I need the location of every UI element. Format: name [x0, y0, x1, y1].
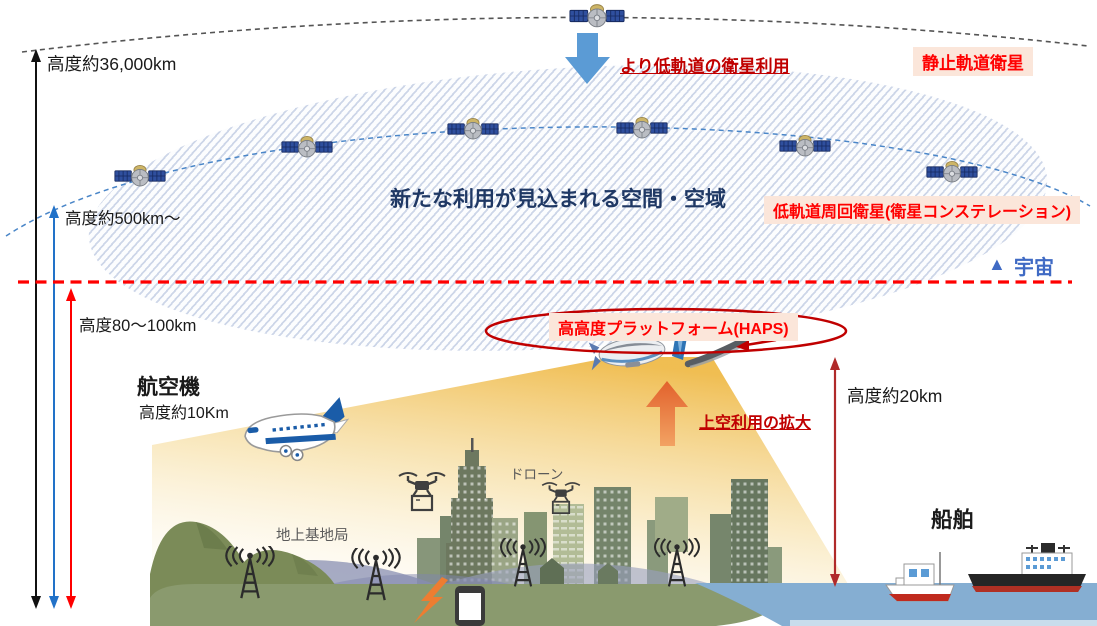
haps-tag: 高高度プラットフォーム(HAPS) — [549, 313, 798, 341]
haps-altitude-arrow — [830, 357, 840, 587]
geo-altitude-label: 高度約36,000km — [47, 54, 177, 74]
sea — [695, 583, 1097, 626]
ship-label: 船舶 — [931, 508, 975, 532]
airplane-icon — [244, 397, 350, 462]
leo-altitude-arrow — [49, 205, 59, 609]
karman-altitude-arrow — [66, 288, 76, 609]
geo-altitude-arrow — [31, 49, 41, 609]
karman-altitude-label: 高度80〜100km — [79, 317, 197, 335]
geo-satellite-tag: 静止軌道衛星 — [913, 47, 1033, 76]
sky-expansion-label: 上空利用の拡大 — [699, 415, 812, 432]
leo-altitude-label: 高度約500km〜 — [65, 210, 181, 228]
aircraft-label: 航空機 — [137, 376, 200, 399]
haps-altitude-label: 高度約20km — [847, 386, 943, 406]
aircraft-altitude-label: 高度約10Km — [139, 405, 229, 422]
zone-title: 新たな利用が見込まれる空間・空域 — [390, 188, 726, 211]
space-triangle-marker: ▲ — [988, 254, 1006, 274]
leo-satellite-tag: 低軌道周回衛星(衛星コンステレーション) — [764, 196, 1081, 224]
base-station-label: 地上基地局 — [276, 528, 349, 544]
leo-orbit-dashed-arc — [5, 126, 1091, 237]
cargo-ship-icon — [968, 543, 1086, 592]
fishing-boat-icon — [885, 552, 955, 602]
down-arrow-icon — [565, 33, 610, 84]
drone-label: ドローン — [510, 467, 564, 482]
up-arrow-icon — [646, 381, 688, 446]
geo-orbit-dashed-arc — [21, 16, 1089, 53]
space-boundary-label: 宇宙 — [1014, 257, 1054, 279]
houses — [540, 558, 618, 585]
lightning-bolt-icon — [414, 577, 448, 623]
haps-highlight-oval — [484, 307, 848, 355]
smartphone-icon — [455, 586, 485, 626]
lower-orbit-transition-label: より低軌道の衛星利用 — [620, 57, 790, 76]
